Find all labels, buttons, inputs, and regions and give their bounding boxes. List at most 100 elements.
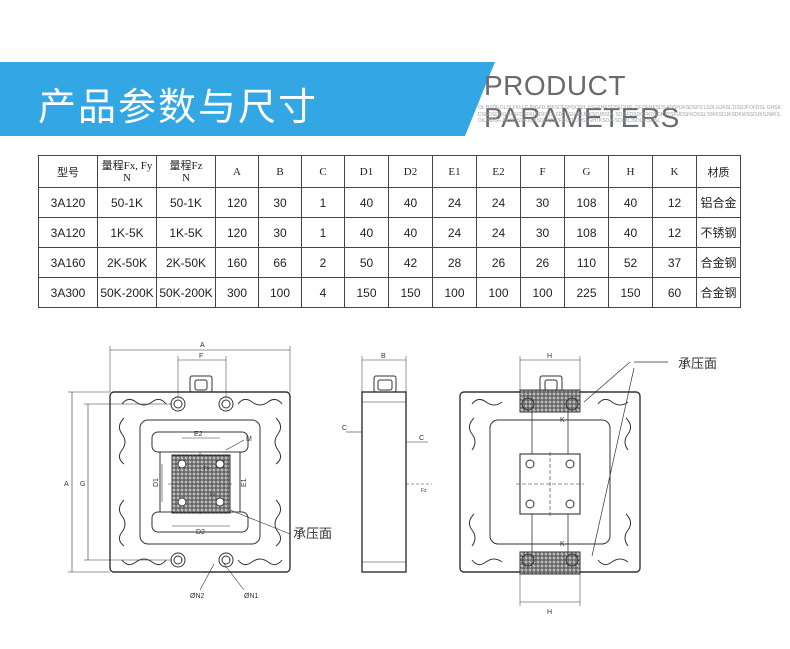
column-header: K bbox=[652, 155, 697, 188]
table-cell: 52 bbox=[608, 247, 653, 278]
table-cell: 160 bbox=[215, 247, 259, 278]
column-header: 型号 bbox=[38, 155, 98, 188]
column-header: A bbox=[215, 155, 259, 188]
column-header: G bbox=[564, 155, 609, 188]
table-cell: 50-1K bbox=[97, 187, 157, 218]
table-cell: 30 bbox=[258, 217, 302, 248]
dim-label-g: G bbox=[80, 481, 85, 488]
table-cell: 120 bbox=[215, 187, 259, 218]
table-cell: 50 bbox=[344, 247, 389, 278]
force-label-fy: Fy bbox=[204, 466, 210, 472]
dim-label-m: M bbox=[246, 436, 252, 443]
table-cell: 28 bbox=[432, 247, 477, 278]
column-header: E1 bbox=[432, 155, 477, 188]
table-cell: 150 bbox=[388, 277, 433, 308]
dim-label-k-bottom: K bbox=[560, 541, 565, 548]
column-header: E2 bbox=[476, 155, 521, 188]
table-cell: 合金钢 bbox=[696, 247, 741, 278]
force-label-fx: Fx bbox=[210, 492, 216, 498]
table-cell: 2K-50K bbox=[97, 247, 157, 278]
header-banner: 产品参数与尺寸 PRODUCT PARAMETERS OL BSDF.DLDLF… bbox=[0, 62, 790, 136]
column-header: 材质 bbox=[696, 155, 741, 188]
table-cell: 3A120 bbox=[38, 217, 98, 248]
table-cell: 1K-5K bbox=[156, 217, 216, 248]
page-title-english: PRODUCT PARAMETERS bbox=[484, 70, 680, 133]
table-cell: 1 bbox=[301, 187, 345, 218]
front-view bbox=[68, 346, 291, 591]
table-cell: 不锈钢 bbox=[696, 217, 741, 248]
table-cell: 50-1K bbox=[156, 187, 216, 218]
table-cell: 42 bbox=[388, 247, 433, 278]
table-cell: 3A120 bbox=[38, 187, 98, 218]
dim-label-n1: ØN1 bbox=[244, 593, 259, 600]
table-cell: 12 bbox=[652, 217, 697, 248]
bearing-surface-label-front: 承压面 bbox=[293, 526, 332, 541]
table-cell: 225 bbox=[564, 277, 609, 308]
table-cell: 30 bbox=[520, 187, 565, 218]
dim-label-e2: E2 bbox=[194, 431, 203, 438]
table-cell: 66 bbox=[258, 247, 302, 278]
table-cell: 100 bbox=[476, 277, 521, 308]
dim-label-a-top: A bbox=[200, 342, 205, 349]
table-cell: 24 bbox=[432, 217, 477, 248]
table-cell: 110 bbox=[564, 247, 609, 278]
table-cell: 40 bbox=[344, 217, 389, 248]
dim-label-f: F bbox=[199, 353, 203, 360]
table-cell: 40 bbox=[388, 217, 433, 248]
table-cell: 150 bbox=[608, 277, 653, 308]
table-cell: 120 bbox=[215, 217, 259, 248]
dim-label-c-left: C bbox=[342, 425, 347, 432]
table-cell: 108 bbox=[564, 217, 609, 248]
table-cell: 2K-50K bbox=[156, 247, 216, 278]
banner-tagline: OL BSDF.DLDLFKLLGJHGFDJHKSDFSHSOSIL SSFK… bbox=[478, 105, 781, 124]
table-cell: 100 bbox=[520, 277, 565, 308]
dim-label-d1: D1 bbox=[153, 478, 160, 487]
table-cell: 4 bbox=[301, 277, 345, 308]
table-cell: 100 bbox=[432, 277, 477, 308]
table-cell: 3A300 bbox=[38, 277, 98, 308]
dim-label-b: B bbox=[381, 353, 386, 360]
table-cell: 1K-5K bbox=[97, 217, 157, 248]
page-title: 产品参数与尺寸 bbox=[38, 85, 319, 129]
table-cell: 30 bbox=[258, 187, 302, 218]
dim-label-h-bottom: H bbox=[547, 609, 552, 616]
column-header: B bbox=[258, 155, 302, 188]
table-cell: 24 bbox=[476, 217, 521, 248]
rear-view bbox=[459, 356, 668, 606]
column-header: F bbox=[520, 155, 565, 188]
table-cell: 1 bbox=[301, 217, 345, 248]
column-header: C bbox=[301, 155, 345, 188]
table-cell: 108 bbox=[564, 187, 609, 218]
table-cell: 铝合金 bbox=[696, 187, 741, 218]
table-cell: 300 bbox=[215, 277, 259, 308]
dim-label-h-top: H bbox=[547, 353, 552, 360]
table-cell: 24 bbox=[432, 187, 477, 218]
table-cell: 26 bbox=[520, 247, 565, 278]
table-cell: 3A160 bbox=[38, 247, 98, 278]
column-header: D1 bbox=[344, 155, 389, 188]
table-cell: 50K-200K bbox=[156, 277, 216, 308]
table-cell: 40 bbox=[608, 217, 653, 248]
table-cell: 30 bbox=[520, 217, 565, 248]
dim-label-n2: ØN2 bbox=[190, 593, 205, 600]
table-cell: 100 bbox=[258, 277, 302, 308]
column-header: H bbox=[608, 155, 653, 188]
bearing-surface-label-rear: 承压面 bbox=[678, 356, 717, 371]
table-cell: 26 bbox=[476, 247, 521, 278]
side-view bbox=[346, 356, 432, 573]
table-cell: 37 bbox=[652, 247, 697, 278]
dim-label-k-top: K bbox=[560, 417, 565, 424]
table-cell: 50K-200K bbox=[97, 277, 157, 308]
table-cell: 40 bbox=[344, 187, 389, 218]
dim-label-c-right: C bbox=[419, 435, 424, 442]
dim-label-e1: E1 bbox=[241, 478, 248, 487]
table-cell: 2 bbox=[301, 247, 345, 278]
